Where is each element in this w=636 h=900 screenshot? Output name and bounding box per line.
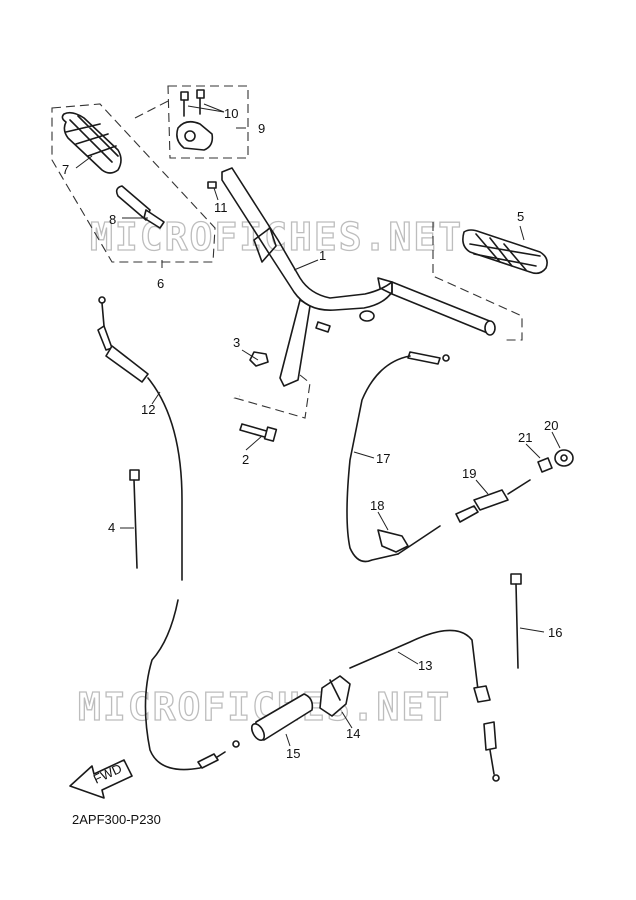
callout-1: 1 (319, 248, 326, 263)
throttle-housing[interactable] (176, 120, 214, 151)
nut-3[interactable] (249, 351, 269, 367)
callout-3: 3 (233, 335, 240, 350)
callout-8: 8 (109, 212, 116, 227)
callout-2: 2 (242, 452, 249, 467)
bolt-2[interactable] (239, 423, 278, 442)
callout-9: 9 (258, 121, 265, 136)
group-box-2 (233, 374, 311, 419)
callout-11: 11 (214, 200, 228, 215)
callout-16: 16 (548, 625, 562, 640)
callout-17: 17 (376, 451, 390, 466)
group-box-9 (167, 85, 249, 159)
callout-20: 20 (544, 418, 558, 433)
callout-18: 18 (370, 498, 384, 513)
callout-19: 19 (462, 466, 476, 481)
screw-11[interactable] (207, 181, 217, 189)
clamp-14[interactable] (319, 675, 351, 717)
group-box-5 (432, 222, 523, 341)
grip-tube-15[interactable] (249, 693, 314, 742)
group-dash-9-diag (134, 99, 171, 119)
handlebar[interactable] (221, 167, 496, 387)
leader-lines (75, 103, 561, 747)
cable-13[interactable] (349, 629, 500, 782)
throttle-cable[interactable] (97, 296, 240, 771)
callout-15: 15 (286, 746, 300, 761)
callout-4: 4 (108, 520, 115, 535)
callout-7: 7 (62, 162, 69, 177)
cable-tie-4[interactable] (129, 469, 140, 569)
group-box-6 (51, 103, 216, 263)
bracket-18[interactable] (377, 529, 409, 553)
callout-6: 6 (157, 276, 164, 291)
callout-5: 5 (517, 209, 524, 224)
callout-13: 13 (418, 658, 432, 673)
nut-21[interactable] (537, 457, 553, 473)
cable-tie-16[interactable] (510, 573, 522, 669)
nut-20[interactable] (554, 449, 574, 467)
diagram-code: 2APF300-P230 (72, 812, 161, 827)
callout-10: 10 (224, 106, 238, 121)
fwd-arrow: FWD (69, 759, 133, 799)
callouts: 1 2 3 4 5 6 7 8 9 10 11 12 13 14 15 16 1… (62, 106, 562, 761)
throttle-tube[interactable] (115, 185, 165, 229)
screws-10[interactable] (180, 89, 205, 117)
brake-cable[interactable] (346, 351, 450, 563)
callout-12: 12 (141, 402, 155, 417)
right-grip[interactable] (462, 229, 548, 275)
callout-14: 14 (346, 726, 360, 741)
callout-21: 21 (518, 430, 532, 445)
adjuster-19[interactable] (455, 479, 531, 523)
left-grip[interactable] (61, 111, 122, 174)
